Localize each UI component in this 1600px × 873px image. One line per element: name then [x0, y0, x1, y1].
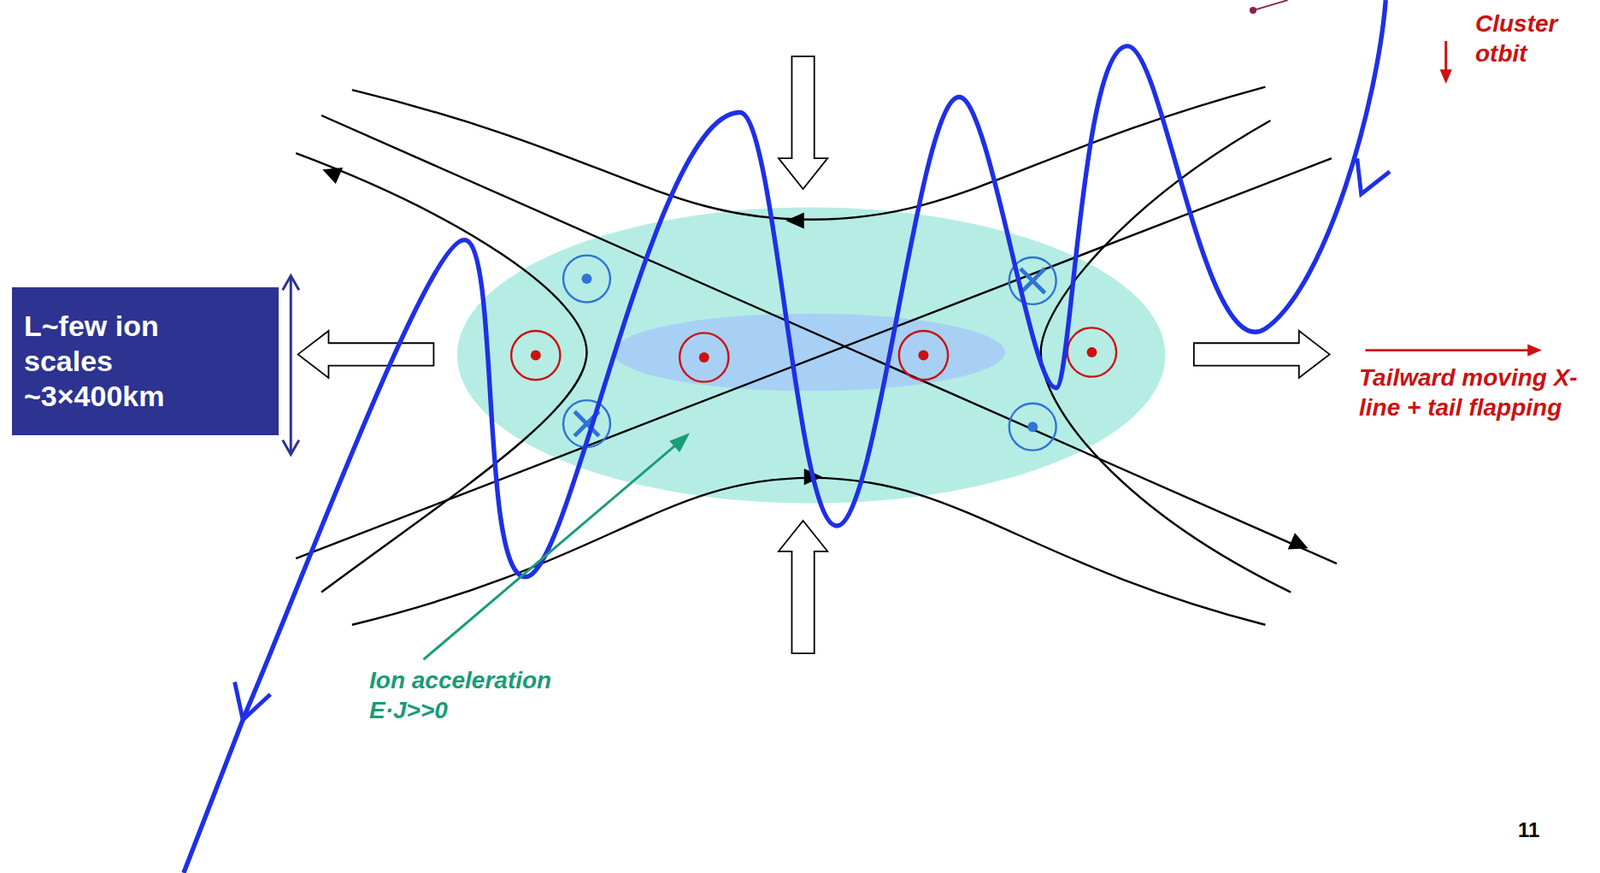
electron-diffusion-region	[613, 313, 1006, 392]
orbit-label: Cluster otbit	[1475, 8, 1595, 69]
cluster-orbit	[183, 0, 1386, 873]
scale-text: L~few ion scales ~3×400km	[23, 308, 230, 413]
orbit-arrowheads	[235, 158, 1390, 720]
flow-arrows	[298, 56, 1330, 653]
current-out-red	[511, 327, 1117, 382]
acceleration-label: Ion acceleration E·J>>0	[369, 664, 553, 725]
hall-symbols-blue	[574, 268, 1045, 436]
page-number: 11	[1517, 817, 1570, 843]
leader-line	[423, 432, 690, 659]
motion-label: Tailward moving X-line + tail flapping	[1358, 362, 1595, 423]
thickness-arrow	[282, 275, 300, 454]
motion-arrows	[1364, 41, 1542, 357]
scale-box: L~few ion scales ~3×400km	[11, 287, 279, 436]
spacecraft	[1249, 0, 1289, 14]
